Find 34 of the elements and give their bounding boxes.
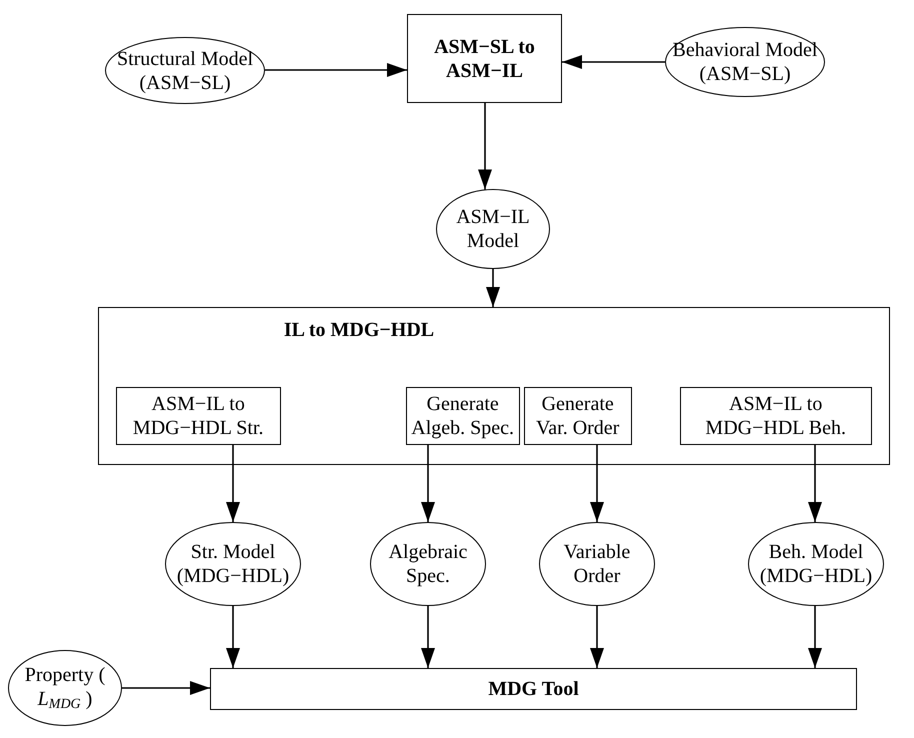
arrow: [226, 445, 240, 522]
arrow: [590, 606, 604, 668]
node-label: Algebraic Spec.: [388, 540, 468, 588]
process-box: [680, 386, 872, 445]
arrow: [421, 606, 435, 668]
arrow: [122, 681, 210, 695]
process-box: [116, 386, 281, 445]
arrow: [486, 269, 500, 307]
node-label: Variable Order: [562, 540, 632, 588]
node-label: Structural Model (ASM−SL): [116, 46, 254, 94]
node-label: Behavioral Model (ASM−SL): [672, 38, 818, 86]
process-box: [407, 14, 562, 103]
arrow: [562, 55, 665, 69]
node-label: MDG Tool: [487, 677, 580, 701]
node-label: Str. Model (MDG−HDL): [176, 540, 290, 588]
arrow: [808, 606, 822, 668]
arrow: [808, 445, 822, 522]
process-box: [210, 668, 857, 710]
arrow: [265, 63, 407, 77]
node-label: Property ( L$_{MDG}$ ): [24, 662, 106, 714]
node-label: ASM−IL Model: [455, 205, 531, 253]
node-label: ASM−IL to MDG−HDL Str.: [132, 392, 264, 440]
node-label: Beh. Model (MDG−HDL): [758, 540, 874, 588]
arrow: [478, 103, 492, 190]
group-heading: IL to MDG−HDL: [282, 318, 436, 342]
node-label: ASM−SL to ASM−IL: [433, 34, 536, 82]
node-label: Generate Var. Order: [535, 392, 620, 440]
arrow: [590, 445, 604, 522]
arrow: [421, 445, 435, 522]
arrow: [226, 606, 240, 668]
node-label: Generate Algeb. Spec.: [410, 392, 516, 440]
group-box: [98, 307, 890, 465]
process-box: [524, 386, 632, 445]
node-label: ASM−IL to MDG−HDL Beh.: [704, 392, 847, 440]
